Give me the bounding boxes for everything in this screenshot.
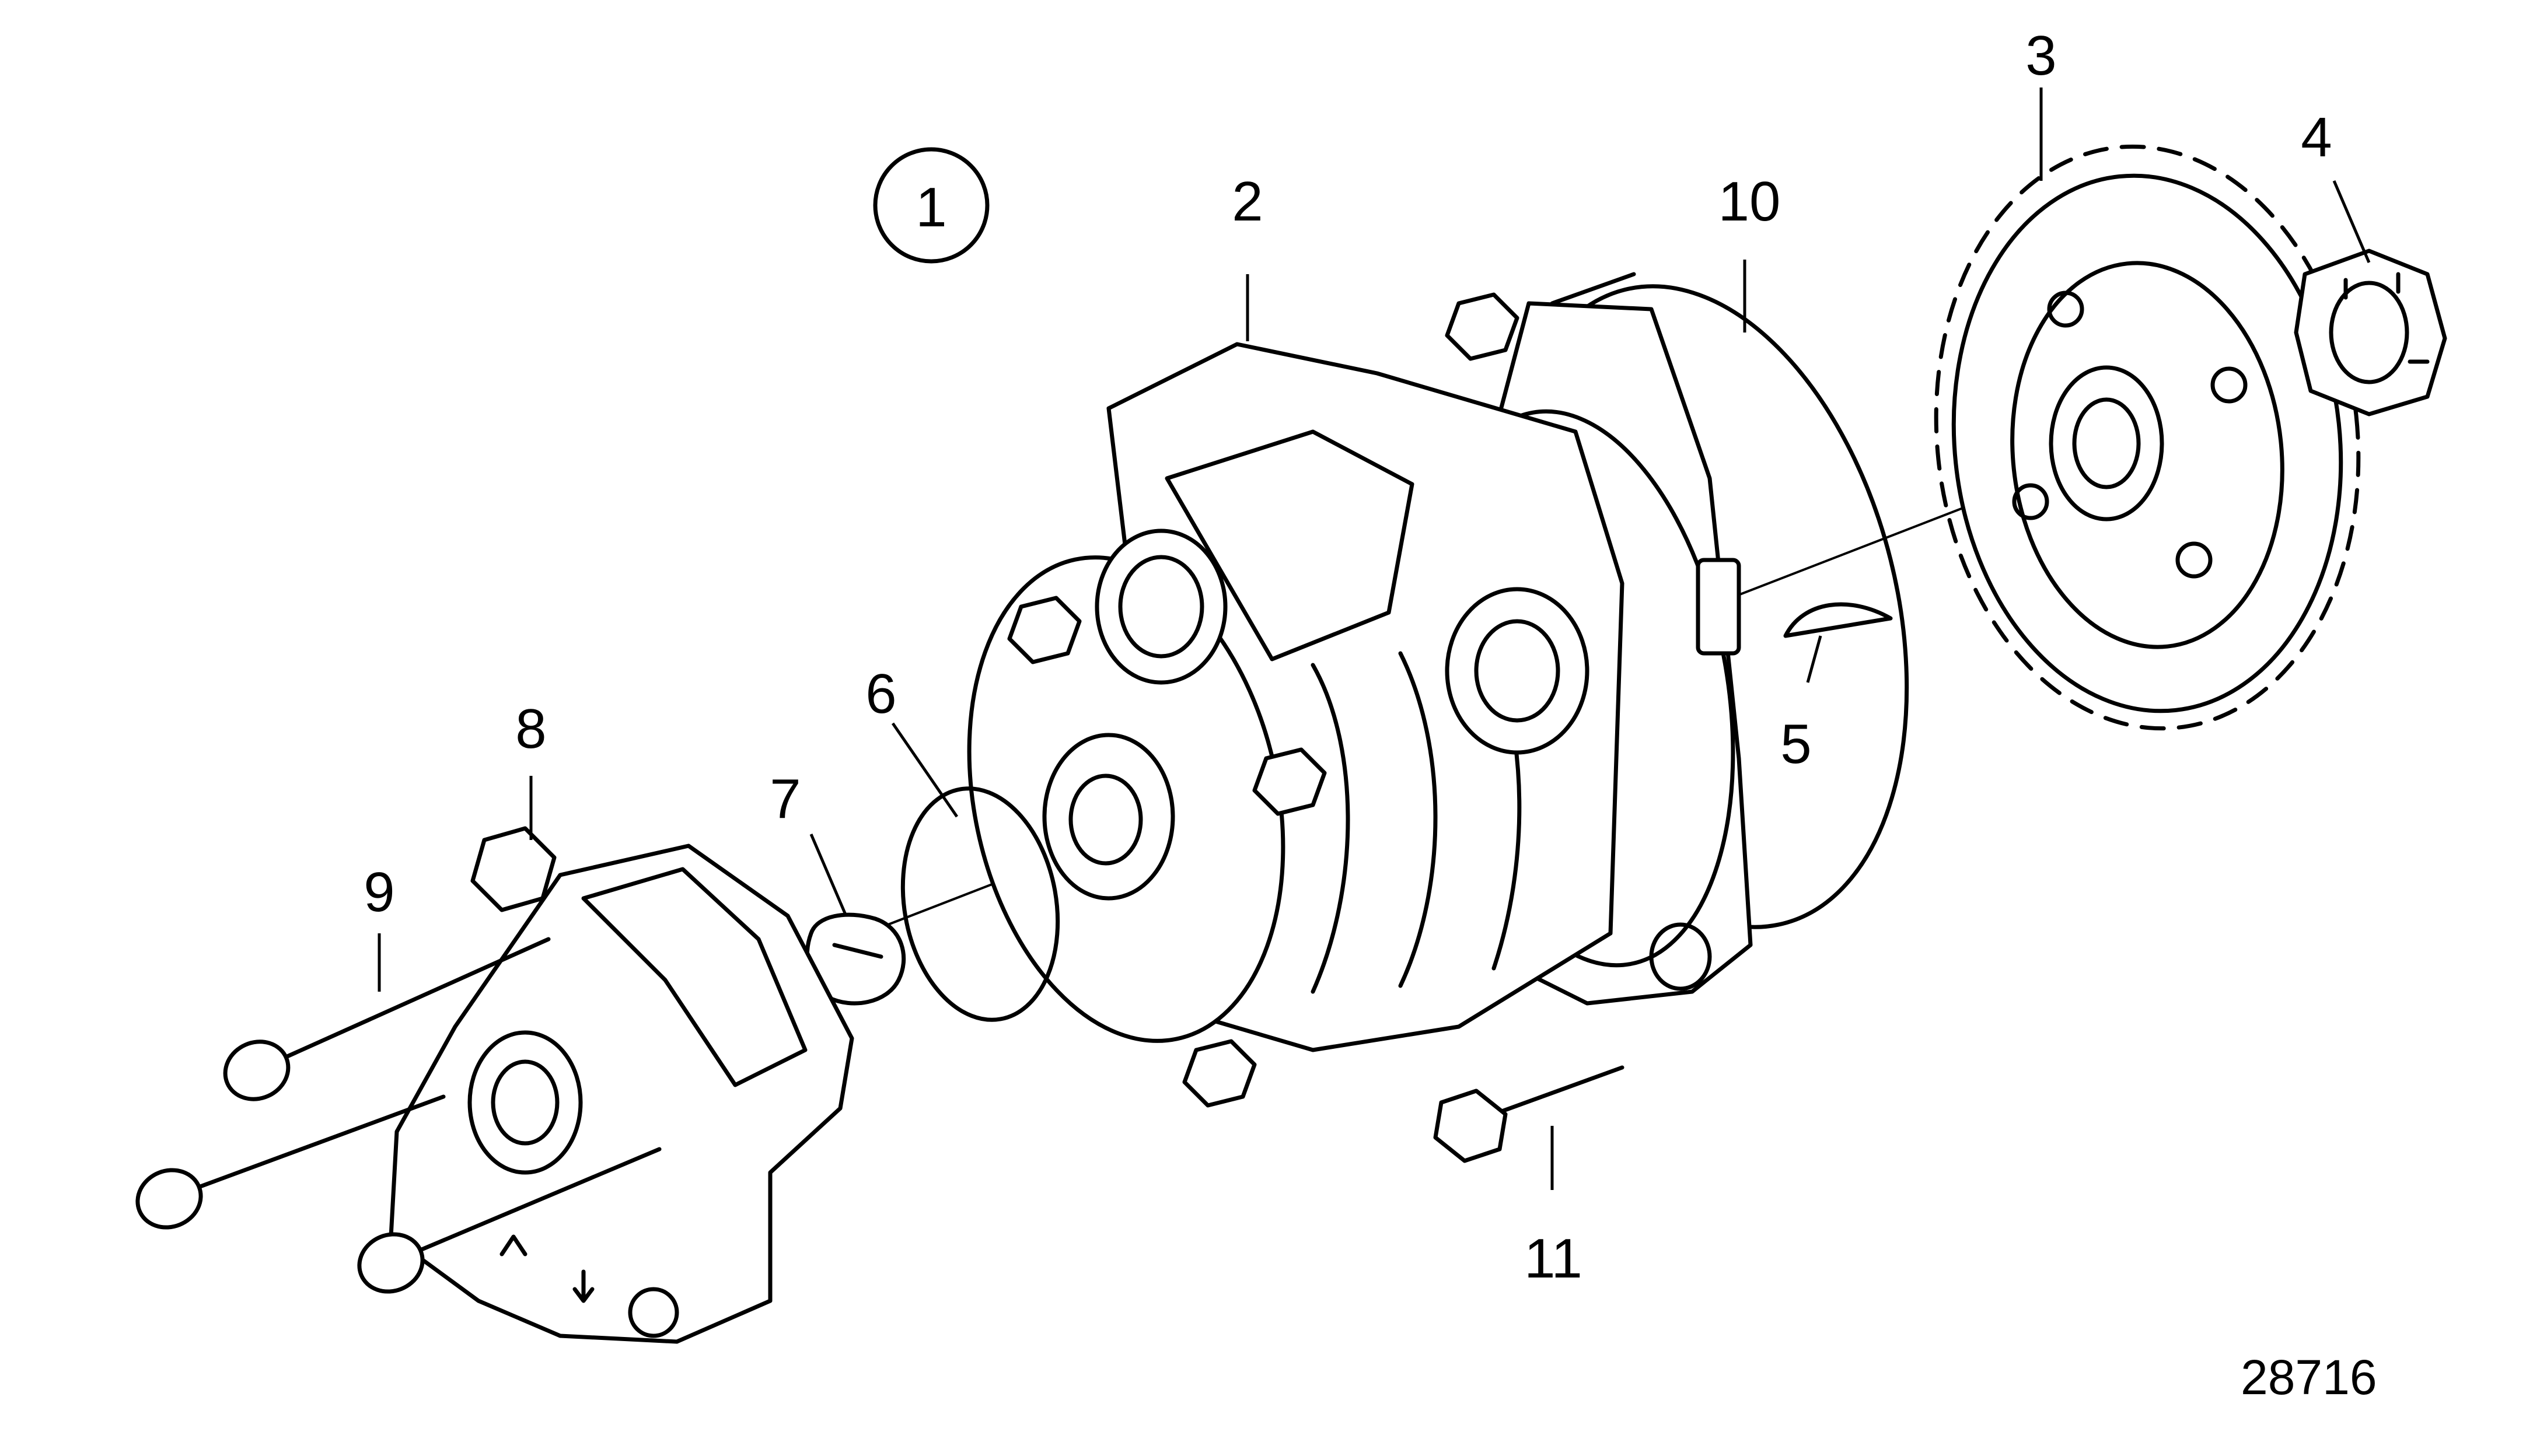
- socket-head-screws: [135, 937, 662, 1294]
- callout-labels: 2 3 4 5 6 7 8 9 10 11: [364, 24, 2332, 1290]
- pump-body: [967, 272, 1753, 1108]
- callout-4: 4: [2301, 106, 2332, 169]
- callout-2: 2: [1232, 170, 1263, 233]
- callout-8: 8: [515, 698, 546, 760]
- callout-9: 9: [364, 861, 394, 923]
- view-marker: 1: [873, 147, 990, 264]
- drive-gear: [1934, 144, 2361, 731]
- callout-3: 3: [2025, 24, 2056, 87]
- callout-5: 5: [1780, 713, 1811, 775]
- flange-bolt: [1433, 1065, 1624, 1163]
- view-marker-label: 1: [916, 176, 946, 239]
- pump-end-cover: [389, 826, 854, 1344]
- leader-lines: [378, 88, 2371, 1190]
- o-ring: [900, 786, 1060, 1022]
- screw-upper: [223, 937, 551, 1101]
- callout-10: 10: [1718, 170, 1781, 233]
- callout-6: 6: [865, 663, 896, 725]
- castle-nut: [2294, 249, 2447, 416]
- reference-number: 28716: [2241, 1350, 2377, 1405]
- woodruff-key: [1783, 602, 1893, 638]
- callout-7: 7: [770, 768, 801, 830]
- screw-middle: [135, 1094, 446, 1230]
- screw-lower: [357, 1147, 662, 1294]
- callout-11: 11: [1524, 1227, 1582, 1290]
